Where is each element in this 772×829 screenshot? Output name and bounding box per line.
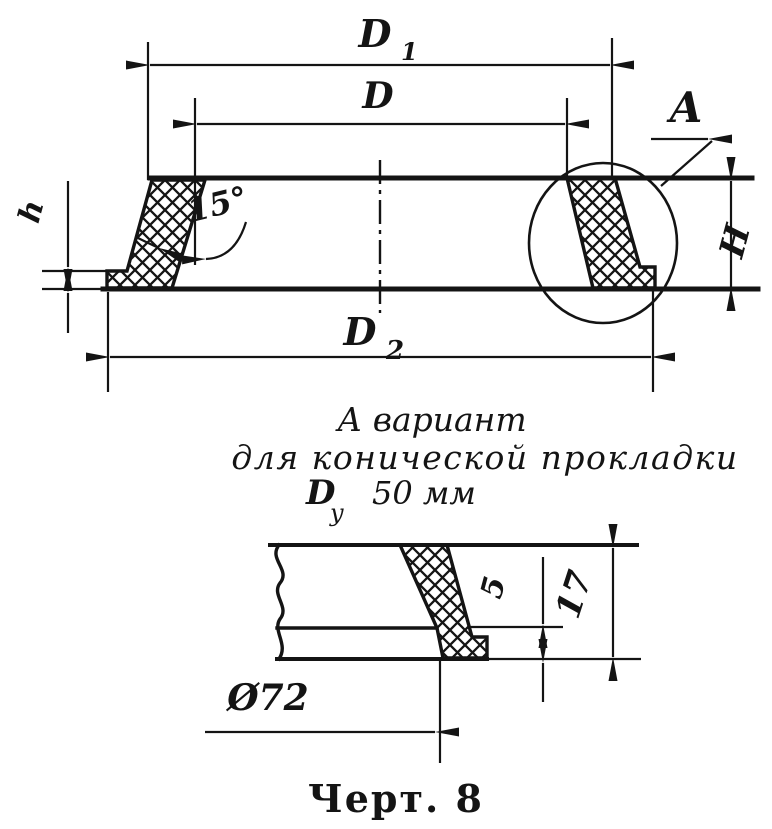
detail-callout-a: A xyxy=(527,83,732,325)
angle-arrow-inner xyxy=(137,237,183,262)
detail-a-label: A xyxy=(666,83,703,132)
dim-d2-subscript: 2 xyxy=(385,336,404,366)
note-dn-value: 50 мм xyxy=(372,474,476,512)
break-line xyxy=(274,542,285,662)
dim-d1: D 1 xyxy=(126,11,634,70)
detail-circle xyxy=(527,161,679,325)
dim-d-label: D xyxy=(361,75,393,117)
dim-d: D xyxy=(173,75,589,129)
angle-arc xyxy=(181,221,248,265)
main-view: D 1 D D 2 h H 15° xyxy=(12,11,761,392)
dim-5: 5 xyxy=(474,557,548,702)
detail-view: 5 17 Ø72 xyxy=(205,524,641,763)
dim-diameter-label: Ø72 xyxy=(225,677,308,719)
dim-5-label: 5 xyxy=(474,573,513,602)
dim-17: 17 xyxy=(548,524,618,681)
gasket-section-left xyxy=(105,178,208,290)
note-text: А вариант для конической прокладки D у 5… xyxy=(231,400,738,527)
dim-h-total: H xyxy=(712,157,760,311)
dim-d2: D 2 xyxy=(86,309,675,366)
note-dn-subscript: у xyxy=(329,499,344,527)
dim-d2-label: D xyxy=(343,309,377,354)
dim-17-label: 17 xyxy=(548,566,601,624)
note-line-2: для конической прокладки xyxy=(231,438,738,477)
dim-d1-subscript: 1 xyxy=(401,37,418,66)
dim-H-label: H xyxy=(712,219,760,263)
dim-h-lip: h xyxy=(12,181,73,333)
dim-d1-label: D xyxy=(358,11,392,56)
detail-gasket-section xyxy=(397,543,489,660)
gasket-section-right xyxy=(564,176,657,290)
note-dn-symbol: D xyxy=(305,473,336,513)
figure-caption: Черт. 8 xyxy=(308,776,484,821)
dim-diameter: Ø72 xyxy=(205,659,459,763)
detail-leader-diagonal xyxy=(660,140,713,187)
dim-h-label: h xyxy=(12,196,51,226)
note-line-1: А вариант xyxy=(335,400,526,439)
